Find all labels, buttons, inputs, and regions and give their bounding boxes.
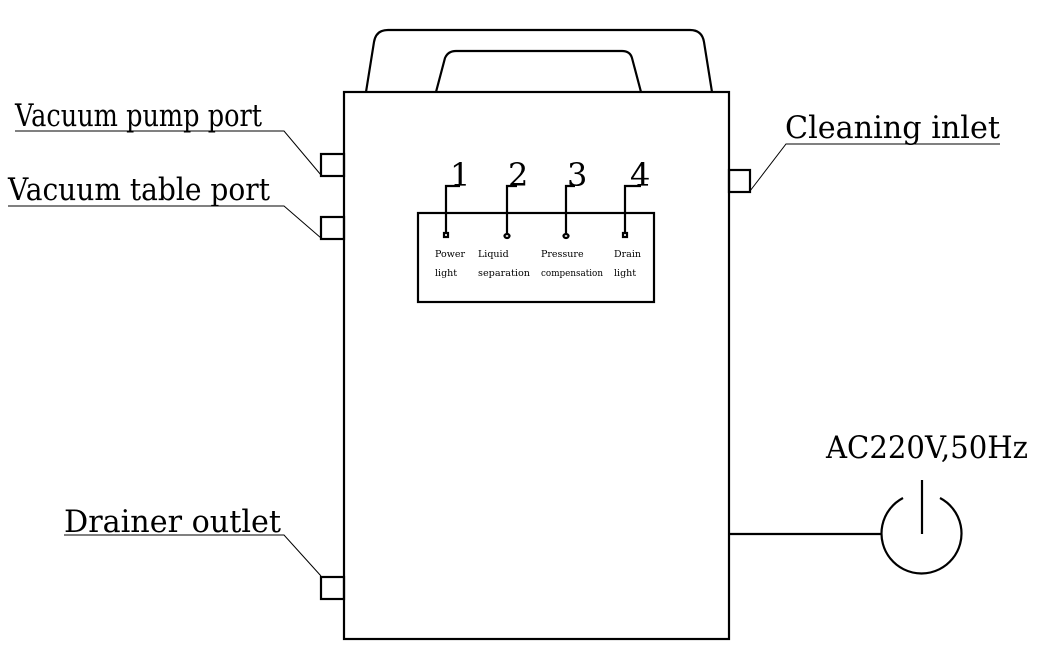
handle-inner	[434, 49, 643, 93]
indicator-1-leader	[444, 184, 460, 233]
vacuum-pump-port-label: Vacuum pump port	[14, 98, 262, 134]
indicator-3-label-line2: compensation	[541, 268, 603, 279]
indicator-light-icon	[562, 232, 570, 240]
indicator-light-icon	[621, 231, 629, 239]
indicator-1-label-line1: Power	[435, 249, 465, 260]
vacuum-table-port-label: Vacuum table port	[7, 172, 270, 208]
vacuum-pump-port-icon	[319, 152, 346, 178]
indicator-4-number: 4	[630, 156, 650, 194]
vacuum-table-leader	[8, 205, 322, 239]
indicator-1-label-line2: light	[435, 268, 457, 279]
indicator-2-label-line1: Liquid	[478, 249, 509, 260]
indicator-3-label-line1: Pressure	[541, 249, 584, 260]
control-panel	[416, 211, 656, 304]
indicator-2-label-line2: separation	[478, 268, 530, 279]
indicator-light-icon	[503, 232, 511, 240]
indicator-4-leader	[623, 184, 641, 233]
drainer-outlet-leader	[64, 534, 322, 577]
drainer-outlet-label: Drainer outlet	[64, 504, 282, 540]
device-body	[342, 90, 731, 641]
cleaning-inlet-port-icon	[727, 168, 752, 194]
handle-outer	[364, 28, 714, 93]
indicator-light-icon	[442, 231, 450, 239]
indicator-2-number: 2	[508, 156, 528, 194]
indicator-3-leader	[564, 184, 575, 233]
indicator-4-label-line1: Drain	[614, 249, 641, 260]
power-supply-label: AC220V,50Hz	[825, 430, 1028, 466]
power-icon	[880, 480, 963, 575]
drainer-outlet-port-icon	[319, 575, 346, 601]
cleaning-inlet-leader	[749, 143, 1000, 192]
cleaning-inlet-label: Cleaning inlet	[785, 110, 1001, 146]
indicator-1-number: 1	[450, 156, 470, 194]
vacuum-table-port-icon	[319, 215, 346, 241]
vacuum-pump-leader	[15, 130, 322, 176]
indicator-2-leader	[505, 184, 517, 233]
indicator-4-label-line2: light	[614, 268, 636, 279]
indicator-3-number: 3	[567, 156, 587, 194]
